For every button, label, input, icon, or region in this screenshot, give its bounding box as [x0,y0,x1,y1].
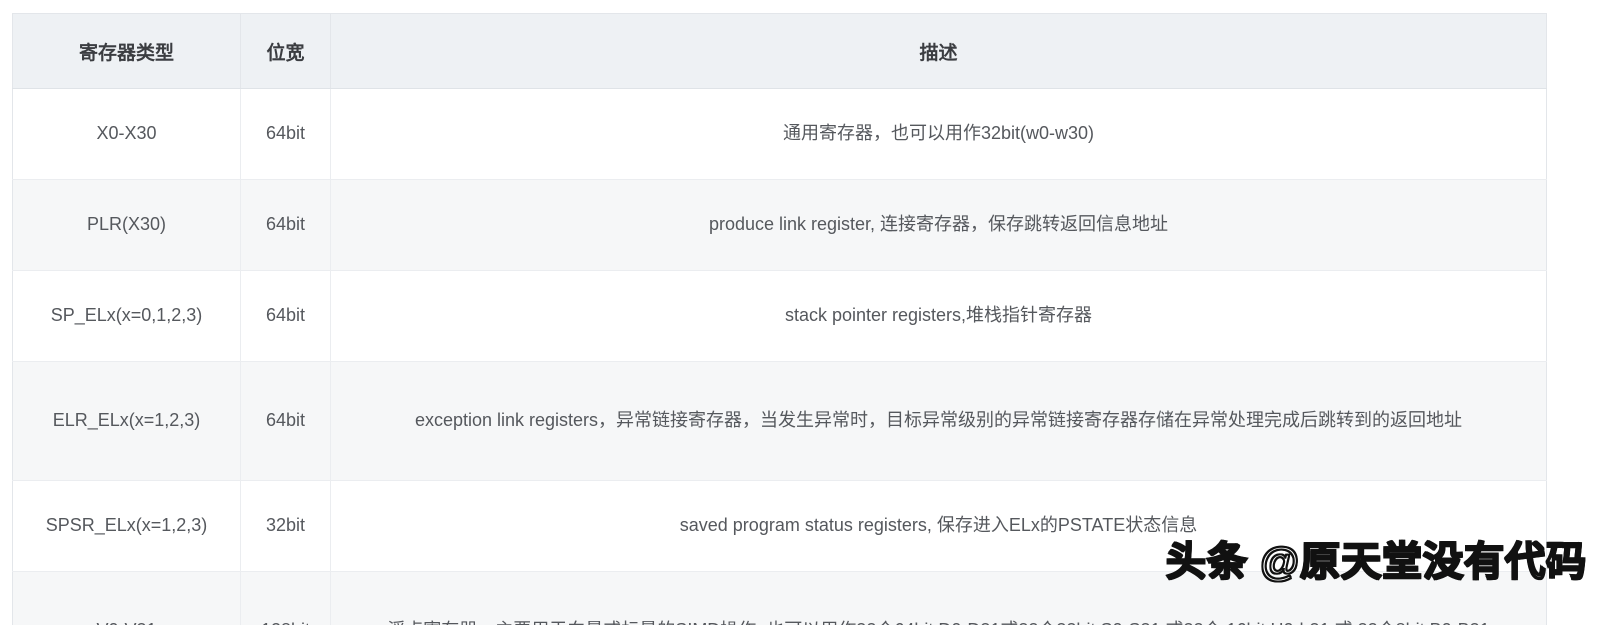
cell-bit-width: 128bit [240,571,331,625]
cell-bit-width: 32bit [240,480,331,572]
table-row: SPSR_ELx(x=1,2,3) 32bit saved program st… [12,480,1547,572]
cell-bit-width: 64bit [240,361,331,481]
table-row: ELR_ELx(x=1,2,3) 64bit exception link re… [12,361,1547,481]
table-header-row: 寄存器类型 位宽 描述 [12,13,1547,89]
cell-description: stack pointer registers,堆栈指针寄存器 [330,270,1547,362]
cell-register-type: X0-X30 [12,88,241,180]
column-header-bit-width: 位宽 [240,13,331,89]
table-row: X0-X30 64bit 通用寄存器，也可以用作32bit(w0-w30) [12,88,1547,180]
cell-register-type: V0-V31 [12,571,241,625]
cell-bit-width: 64bit [240,179,331,271]
column-header-register-type: 寄存器类型 [12,13,241,89]
cell-bit-width: 64bit [240,88,331,180]
column-header-description: 描述 [330,13,1547,89]
table-header: 寄存器类型 位宽 描述 [12,13,1547,89]
cell-description: saved program status registers, 保存进入ELx的… [330,480,1547,572]
cell-description: 浮点寄存器，主要用于向量或标量的SIMD操作, 也可以用作32个64bit D0… [330,571,1547,625]
cell-register-type: SPSR_ELx(x=1,2,3) [12,480,241,572]
table-row: V0-V31 128bit 浮点寄存器，主要用于向量或标量的SIMD操作, 也可… [12,571,1547,625]
cell-register-type: PLR(X30) [12,179,241,271]
register-table: 寄存器类型 位宽 描述 X0-X30 64bit 通用寄存器，也可以用作32bi… [12,13,1547,625]
table-row: PLR(X30) 64bit produce link register, 连接… [12,179,1547,271]
cell-bit-width: 64bit [240,270,331,362]
cell-description: 通用寄存器，也可以用作32bit(w0-w30) [330,88,1547,180]
cell-description: exception link registers，异常链接寄存器，当发生异常时，… [330,361,1547,481]
register-table-container: 寄存器类型 位宽 描述 X0-X30 64bit 通用寄存器，也可以用作32bi… [12,13,1547,625]
cell-description: produce link register, 连接寄存器，保存跳转返回信息地址 [330,179,1547,271]
cell-register-type: ELR_ELx(x=1,2,3) [12,361,241,481]
cell-register-type: SP_ELx(x=0,1,2,3) [12,270,241,362]
table-body: X0-X30 64bit 通用寄存器，也可以用作32bit(w0-w30) PL… [12,88,1547,625]
table-row: SP_ELx(x=0,1,2,3) 64bit stack pointer re… [12,270,1547,362]
